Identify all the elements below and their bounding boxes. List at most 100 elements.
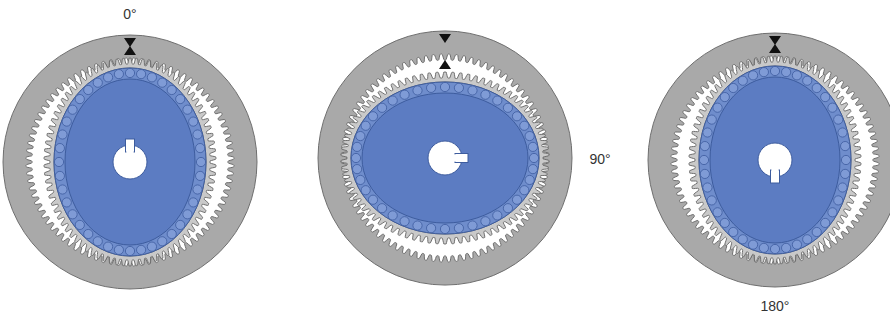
bearing-ball: [841, 141, 850, 150]
bearing-ball: [125, 246, 134, 255]
bearing-ball: [356, 131, 365, 140]
bearing-ball: [828, 103, 837, 112]
bearing-ball: [700, 141, 709, 150]
bearing-ball: [707, 115, 716, 124]
bearing-ball: [426, 224, 435, 233]
harmonic-drive: [318, 31, 572, 285]
flexspline: [341, 72, 549, 244]
bearing-ball: [84, 85, 93, 94]
bearing-ball: [528, 165, 537, 174]
bearing-ball: [176, 220, 185, 229]
shaft-hole: [428, 141, 468, 175]
bearing-ball: [468, 86, 477, 95]
bearing-ball: [147, 242, 156, 251]
bearing-ball: [503, 204, 512, 213]
bearing-ball: [699, 155, 708, 164]
wave-generator: [710, 77, 840, 243]
bearing-ball: [512, 195, 521, 204]
bearing-ball: [440, 224, 449, 233]
bore: [113, 145, 147, 179]
bore: [428, 141, 462, 175]
bearing-ball: [812, 83, 821, 92]
bearing-ball: [493, 211, 502, 220]
bearing-ball: [413, 221, 422, 230]
bearing-ball: [193, 130, 202, 139]
bearing-ball: [512, 112, 521, 121]
circular-spline: [318, 31, 572, 285]
bearing-ball: [748, 71, 757, 80]
bearing-ball: [759, 68, 768, 77]
bearing-ball: [84, 229, 93, 238]
bearing-ball: [748, 240, 757, 249]
bearing-ball: [713, 208, 722, 217]
angle-label: 180°: [761, 299, 790, 313]
bearing-ball: [834, 115, 843, 124]
keyway-join: [771, 169, 778, 174]
bearing-ball: [189, 117, 198, 126]
angle-label: 0°: [123, 7, 136, 21]
bearing-race: [54, 68, 206, 256]
bearing-ball: [62, 117, 71, 126]
bearing-ball: [821, 92, 830, 101]
bearing-ball: [353, 142, 362, 151]
bearing-ball: [738, 76, 747, 85]
bearing-ball: [440, 82, 449, 91]
bearing-ball: [520, 186, 529, 195]
marker-triangle: [769, 36, 781, 45]
bearing-ball: [703, 183, 712, 192]
flexspline: [689, 56, 861, 264]
bearing-ball: [196, 157, 205, 166]
marker-triangle: [439, 34, 451, 43]
bearing-ball: [782, 243, 791, 252]
bearing-ball: [841, 169, 850, 178]
bearing-ball: [137, 245, 146, 254]
bearing-ball: [93, 237, 102, 246]
bearing-ball: [782, 68, 791, 77]
bearing-ball: [125, 68, 134, 77]
keyway: [126, 139, 135, 152]
bearing-ball: [828, 208, 837, 217]
bearing-ball: [361, 121, 370, 130]
bearing-ball: [114, 245, 123, 254]
bearing-ball: [841, 155, 850, 164]
bearing-ball: [792, 240, 801, 249]
bearing-ball: [388, 211, 397, 220]
bearing-race: [351, 82, 539, 234]
bearing-ball: [167, 229, 176, 238]
flexspline: [44, 58, 216, 266]
bearing-ball: [103, 242, 112, 251]
keyway: [771, 170, 780, 183]
bearing-ball: [520, 121, 529, 130]
bearing-ball: [525, 175, 534, 184]
bearing-ball: [368, 112, 377, 121]
bearing-ball: [770, 66, 779, 75]
circular-spline: [648, 33, 890, 287]
bearing-ball: [720, 218, 729, 227]
bearing-ball: [400, 217, 409, 226]
harmonic-drive: [3, 35, 257, 289]
bearing-race: [699, 66, 851, 254]
bearing-ball: [738, 235, 747, 244]
bearing-ball: [481, 217, 490, 226]
wave-generator: [362, 93, 528, 223]
bearing-ball: [413, 86, 422, 95]
bearing-ball: [158, 78, 167, 87]
bearing-ball: [68, 210, 77, 219]
bearing-ball: [525, 131, 534, 140]
bearing-ball: [400, 90, 409, 99]
bearing-ball: [58, 130, 67, 139]
bearing-ball: [167, 85, 176, 94]
bearing-ball: [454, 83, 463, 92]
bearing-ball: [529, 153, 538, 162]
bearing-ball: [803, 76, 812, 85]
bearing-ball: [75, 220, 84, 229]
angle-label: 90°: [589, 152, 610, 166]
bearing-ball: [356, 175, 365, 184]
bearing-ball: [729, 83, 738, 92]
bearing-ball: [62, 198, 71, 207]
bearing-ball: [703, 128, 712, 137]
bearing-ball: [353, 165, 362, 174]
bearing-ball: [388, 96, 397, 105]
bearing-ball: [729, 227, 738, 236]
keyway-join: [126, 148, 133, 153]
